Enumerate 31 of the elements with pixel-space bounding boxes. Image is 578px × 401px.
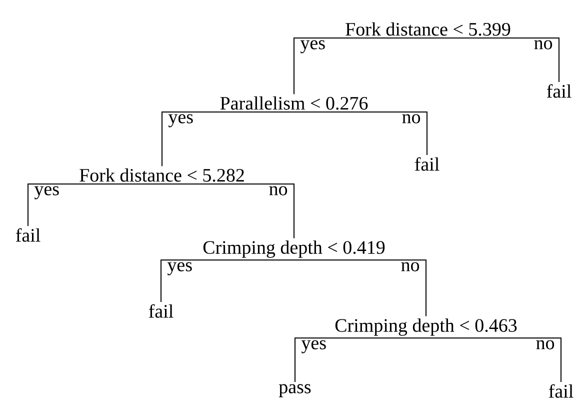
edge-label: no	[534, 40, 552, 50]
leaf-label: fail	[414, 157, 440, 171]
leaf-label: pass	[278, 384, 311, 398]
edge-label: no	[402, 114, 420, 124]
split-condition: Crimping depth < 0.419	[203, 240, 385, 258]
branch-line	[294, 38, 428, 95]
split-condition: Fork distance < 5.399	[346, 22, 510, 36]
split-condition: Fork distance < 5.282	[80, 168, 244, 182]
edge-label: no	[269, 186, 288, 196]
leaf-label: fail	[16, 228, 40, 242]
edge-label: yes	[34, 186, 59, 200]
branch-line	[162, 184, 294, 239]
split-condition: Parallelism < 0.276	[220, 96, 368, 110]
branch-line	[162, 112, 294, 167]
leaf-label: fail	[546, 84, 572, 98]
branch-line	[426, 338, 562, 382]
branch-line	[428, 38, 560, 82]
edge-label: no	[401, 262, 420, 272]
edge-label: yes	[167, 262, 192, 276]
branch-line	[160, 260, 294, 302]
branch-line	[294, 338, 426, 382]
edge-label: no	[536, 340, 554, 350]
branch-line	[294, 260, 426, 317]
branch-line	[28, 184, 162, 226]
split-condition: Crimping depth < 0.463	[335, 318, 517, 336]
leaf-label: fail	[148, 304, 174, 318]
leaf-label: fail	[548, 384, 574, 398]
branch-line	[294, 112, 428, 156]
edge-label: yes	[301, 340, 326, 354]
edge-label: yes	[168, 114, 193, 128]
edge-label: yes	[300, 40, 325, 54]
